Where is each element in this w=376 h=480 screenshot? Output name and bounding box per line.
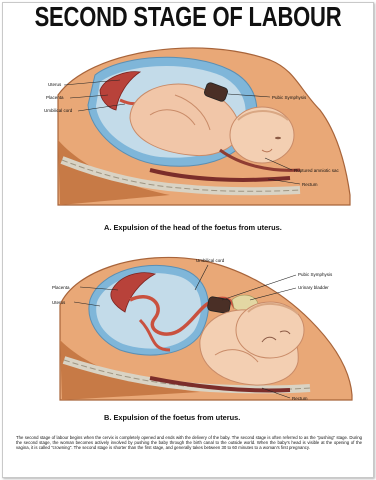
figure-b-caption: B. Expulsion of the foetus from uterus. — [104, 413, 240, 422]
label-urinary-bladder-b: Urinary bladder — [298, 285, 329, 290]
label-umbilical-cord-a: Umbilical cord — [44, 108, 72, 113]
label-placenta-a: Placenta — [46, 95, 64, 100]
label-rectum-b: Rectum — [292, 396, 308, 401]
label-pubic-symphysis-b: Pubic Symphysis — [298, 272, 332, 277]
label-rectum-a: Rectum — [302, 182, 318, 187]
label-uterus-a: Uterus — [48, 82, 61, 87]
description-paragraph: The second stage of labour begins when t… — [16, 435, 362, 450]
label-pubic-symphysis-a: Pubic Symphysis — [272, 95, 306, 100]
label-placenta-b: Placenta — [52, 285, 70, 290]
figure-a-caption: A. Expulsion of the head of the foetus f… — [104, 223, 282, 232]
label-ruptured-amniotic-sac-a: Ruptured amniotic sac — [294, 168, 339, 173]
label-umbilical-cord-b: Umbilical cord — [196, 258, 224, 263]
label-uterus-b: Uterus — [52, 300, 65, 305]
